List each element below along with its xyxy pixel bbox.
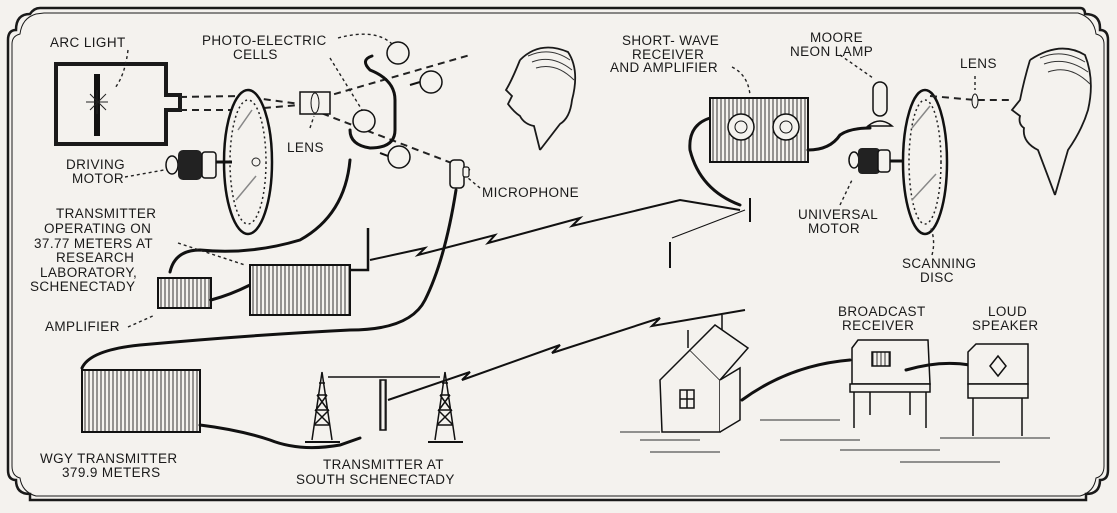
svg-text:OPERATING ON: OPERATING ON bbox=[44, 221, 151, 236]
house bbox=[659, 315, 750, 433]
cable-receiver-speaker bbox=[904, 361, 972, 372]
svg-text:NEON LAMP: NEON LAMP bbox=[790, 44, 873, 59]
label-universal-motor: UNIVERSAL MOTOR bbox=[798, 207, 878, 236]
viewer-face bbox=[1010, 47, 1092, 196]
label-driving-motor: DRIVING MOTOR bbox=[66, 157, 125, 186]
arc-light-lamphouse bbox=[54, 62, 182, 146]
svg-text:BROADCAST: BROADCAST bbox=[838, 304, 926, 319]
svg-text:AND AMPLIFIER: AND AMPLIFIER bbox=[610, 60, 718, 75]
svg-text:SHORT- WAVE: SHORT- WAVE bbox=[622, 33, 719, 48]
svg-text:UNIVERSAL: UNIVERSAL bbox=[798, 207, 878, 222]
lens-transmit bbox=[299, 91, 331, 115]
svg-text:LABORATORY,: LABORATORY, bbox=[40, 265, 137, 280]
cable-amplifier-transmitter bbox=[209, 283, 252, 302]
svg-text:SPEAKER: SPEAKER bbox=[972, 318, 1039, 333]
ground-shading bbox=[620, 419, 1050, 463]
svg-text:DRIVING: DRIVING bbox=[66, 157, 125, 172]
svg-text:LENS: LENS bbox=[960, 56, 997, 71]
lens-receive bbox=[971, 93, 979, 109]
universal-motor bbox=[848, 148, 906, 174]
radio-wave-broadcast bbox=[387, 309, 746, 401]
svg-text:LOUD: LOUD bbox=[988, 304, 1027, 319]
svg-text:37.77 METERS AT: 37.77 METERS AT bbox=[34, 236, 153, 251]
svg-text:WGY TRANSMITTER: WGY TRANSMITTER bbox=[40, 451, 178, 466]
svg-text:379.9 METERS: 379.9 METERS bbox=[62, 465, 161, 480]
svg-text:SOUTH SCHENECTADY: SOUTH SCHENECTADY bbox=[296, 472, 455, 487]
driving-motor bbox=[165, 150, 232, 180]
loud-speaker-cabinet bbox=[967, 343, 1029, 436]
svg-text:ARC LIGHT: ARC LIGHT bbox=[50, 35, 126, 50]
label-neon-lamp: MOORE NEON LAMP bbox=[790, 30, 873, 59]
scanning-disc-receive bbox=[901, 88, 949, 236]
light-beam-receive bbox=[929, 95, 1010, 101]
svg-text:MOORE: MOORE bbox=[810, 30, 863, 45]
svg-text:MICROPHONE: MICROPHONE bbox=[482, 185, 579, 200]
label-transmitter-south: TRANSMITTER AT SOUTH SCHENECTADY bbox=[296, 457, 455, 487]
svg-text:CELLS: CELLS bbox=[233, 47, 278, 62]
transmitter-towers bbox=[305, 371, 463, 443]
label-lens-transmit: LENS bbox=[287, 140, 324, 155]
photo-electric-cells bbox=[348, 41, 443, 169]
svg-text:MOTOR: MOTOR bbox=[808, 221, 860, 236]
label-lens-receive: LENS bbox=[960, 56, 997, 71]
cable-house-receiver bbox=[740, 358, 852, 402]
cable-photocell-amplifier bbox=[168, 158, 352, 274]
svg-text:TRANSMITTER: TRANSMITTER bbox=[56, 206, 156, 221]
diagram-frame bbox=[6, 6, 1110, 502]
label-scanning-disc: SCANNING DISC bbox=[902, 256, 976, 285]
amplifier-unit bbox=[157, 277, 212, 309]
neon-lamp bbox=[865, 81, 895, 127]
svg-text:MOTOR: MOTOR bbox=[72, 171, 124, 186]
svg-text:RESEARCH: RESEARCH bbox=[56, 250, 134, 265]
label-arc-light: ARC LIGHT bbox=[50, 35, 126, 50]
label-wgy-transmitter: WGY TRANSMITTER 379.9 METERS bbox=[40, 451, 178, 480]
label-amplifier: AMPLIFIER bbox=[45, 319, 120, 334]
svg-text:DISC: DISC bbox=[920, 270, 954, 285]
cable-wgy-towers bbox=[198, 423, 362, 450]
svg-text:SCHENECTADY: SCHENECTADY bbox=[30, 279, 135, 294]
wgy-transmitter-unit bbox=[81, 369, 201, 433]
svg-text:PHOTO-ELECTRIC: PHOTO-ELECTRIC bbox=[202, 33, 327, 48]
research-antenna bbox=[350, 228, 370, 272]
svg-text:LENS: LENS bbox=[287, 140, 324, 155]
label-photo-electric-cells: PHOTO-ELECTRIC CELLS bbox=[202, 33, 327, 62]
subject-face bbox=[504, 46, 577, 151]
research-transmitter-unit bbox=[249, 264, 351, 316]
svg-text:AMPLIFIER: AMPLIFIER bbox=[45, 319, 120, 334]
microphone bbox=[80, 159, 470, 370]
label-pointers bbox=[114, 33, 976, 328]
label-microphone: MICROPHONE bbox=[482, 185, 579, 200]
radio-wave-shortwave bbox=[369, 198, 741, 261]
label-short-wave-receiver: SHORT- WAVE RECEIVER AND AMPLIFIER bbox=[610, 33, 719, 75]
svg-text:RECEIVER: RECEIVER bbox=[632, 47, 704, 62]
broadcast-receiver-cabinet bbox=[849, 339, 931, 428]
svg-text:SCANNING: SCANNING bbox=[902, 256, 976, 271]
label-broadcast-receiver: BROADCAST RECEIVER bbox=[838, 304, 926, 333]
receiving-antennas bbox=[669, 198, 751, 268]
svg-text:TRANSMITTER AT: TRANSMITTER AT bbox=[323, 457, 444, 472]
label-loud-speaker: LOUD SPEAKER bbox=[972, 304, 1039, 333]
short-wave-receiver-unit bbox=[688, 97, 872, 207]
label-transmitter-research: TRANSMITTER OPERATING ON 37.77 METERS AT… bbox=[30, 206, 156, 294]
svg-text:RECEIVER: RECEIVER bbox=[842, 318, 914, 333]
